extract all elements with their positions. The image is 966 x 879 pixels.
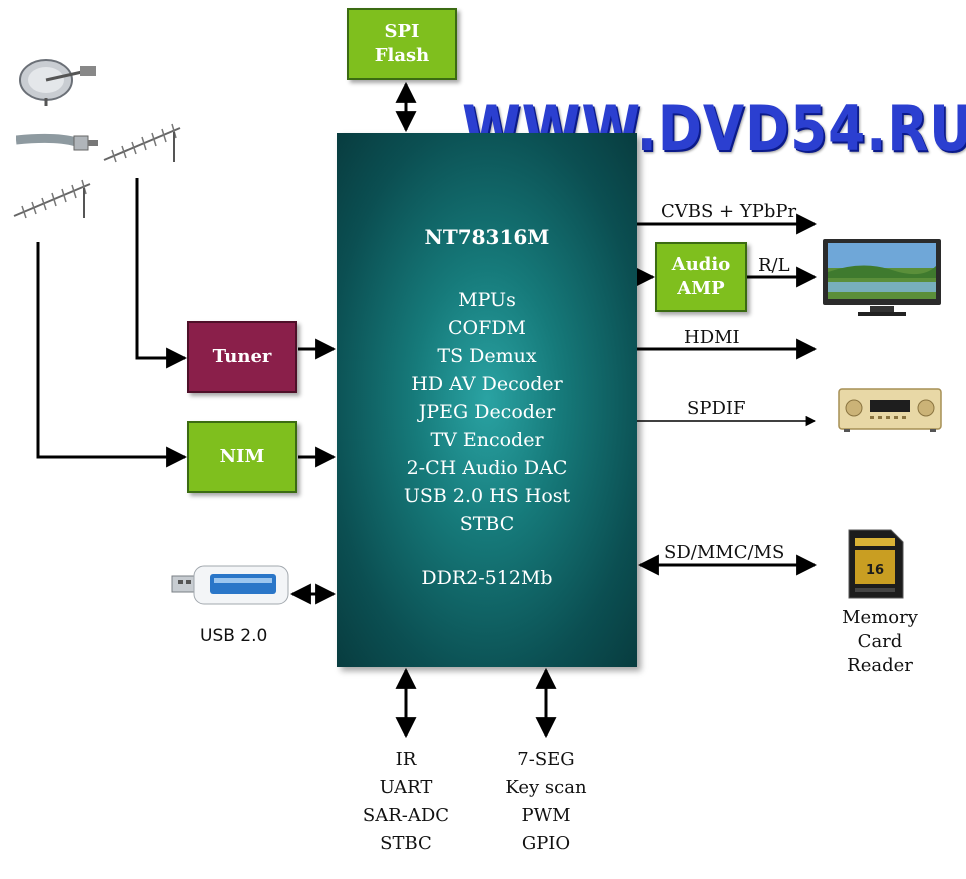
chip-feature-list: MPUs COFDM TS Demux HD AV Decoder JPEG D… (337, 286, 637, 538)
audio-amp-label-line1: Audio (671, 254, 731, 275)
nim-block: NIM (187, 421, 297, 493)
chip-feature: USB 2.0 HS Host (403, 485, 571, 507)
memory-card-line: Memory (842, 607, 918, 628)
bottom-right-signals: 7-SEG Key scan PWM GPIO (486, 746, 606, 858)
antenna-to-nim-wire (36, 242, 188, 468)
chip-feature: COFDM (448, 317, 526, 339)
chip-feature: JPEG Decoder (418, 401, 556, 423)
signal-item: PWM (521, 805, 571, 826)
signal-item: STBC (380, 833, 432, 854)
spi-flash-block: SPI Flash (347, 8, 457, 80)
memory-card-line: Reader (847, 655, 913, 676)
signal-item: Key scan (505, 777, 587, 798)
sd-card-icon: 16 (848, 529, 904, 599)
chip-name: NT78316M (424, 225, 550, 249)
nim-label: NIM (219, 446, 265, 467)
spdif-label: SPDIF (687, 398, 746, 419)
signal-item: GPIO (521, 833, 571, 854)
svg-text:16: 16 (866, 563, 884, 578)
signal-item: IR (395, 749, 417, 770)
memory-card-line: Card (857, 631, 903, 652)
chip-feature: TS Demux (437, 345, 537, 367)
memory-card-label: Memory Card Reader (820, 606, 940, 678)
usb-label: USB 2.0 (200, 626, 268, 646)
chip-feature: MPUs (458, 289, 516, 311)
tv-monitor-icon (823, 239, 941, 316)
av-receiver-icon (838, 388, 942, 432)
coax-cable-icon (16, 133, 98, 151)
signal-item: UART (379, 777, 433, 798)
cvbs-label: CVBS + YPbPr (661, 201, 797, 222)
tuner-label: Tuner (212, 346, 272, 367)
antenna-to-tuner-wire (135, 178, 188, 369)
bottom-left-signals: IR UART SAR-ADC STBC (346, 746, 466, 858)
chip-feature: HD AV Decoder (411, 373, 563, 395)
spi-flash-label-line1: SPI (384, 21, 420, 42)
signal-item: SAR-ADC (362, 805, 450, 826)
audio-amp-label-line2: AMP (677, 278, 725, 299)
chip-memory: DDR2-512Mb (421, 567, 553, 589)
satellite-dish-icon (19, 59, 96, 106)
signal-item: 7-SEG (517, 749, 575, 770)
spi-flash-label-line2: Flash (374, 45, 430, 66)
sd-label: SD/MMC/MS (664, 542, 785, 563)
usb-stick-icon (171, 565, 289, 605)
chip-feature: STBC (459, 513, 515, 535)
rl-label: R/L (758, 255, 790, 276)
yagi-antenna-icon (13, 179, 91, 219)
audio-amp-block: Audio AMP (655, 242, 747, 312)
chip-feature: TV Encoder (430, 429, 544, 451)
yagi-antenna-icon (103, 123, 181, 163)
chip-feature: 2-CH Audio DAC (406, 457, 568, 479)
soc-chip: NT78316M MPUs COFDM TS Demux HD AV Decod… (337, 133, 637, 667)
hdmi-label: HDMI (684, 327, 740, 348)
tuner-block: Tuner (187, 321, 297, 393)
